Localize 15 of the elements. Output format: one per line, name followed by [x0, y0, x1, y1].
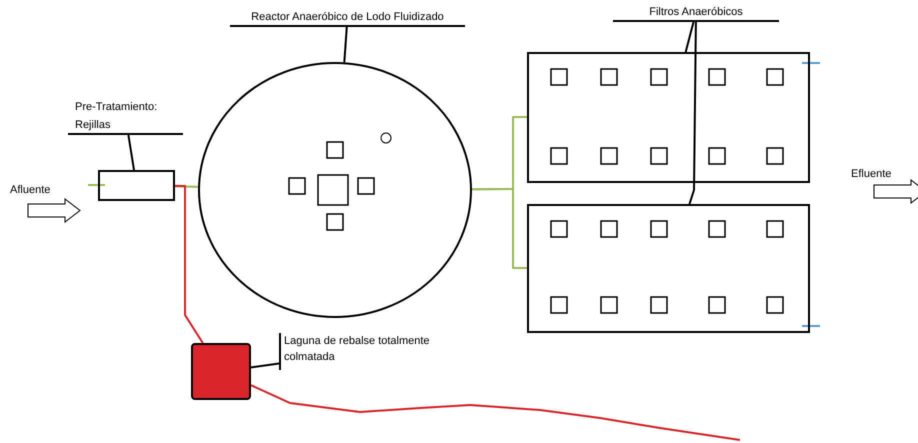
pipe-line [174, 185, 198, 188]
callout-label: Filtros Anaeróbicos [648, 5, 744, 20]
pipe-line [472, 188, 527, 269]
callout-label: Reactor Anaeróbico de Lodo Fluidizado [250, 10, 445, 25]
pipe-line [174, 184, 204, 344]
callout-label: Laguna de rebalse totalmente colmatada [284, 334, 431, 365]
leader-line [127, 134, 135, 170]
pipe-line [250, 384, 740, 441]
leader-line [343, 26, 348, 62]
leader-line [684, 22, 694, 52]
flow-label: Afluente [10, 184, 50, 196]
leader-line [688, 22, 697, 204]
callout-label: Pre-Tratamiento: Rejillas [75, 100, 158, 133]
flow-label: Efluente [851, 168, 892, 180]
leader-line [250, 362, 280, 368]
